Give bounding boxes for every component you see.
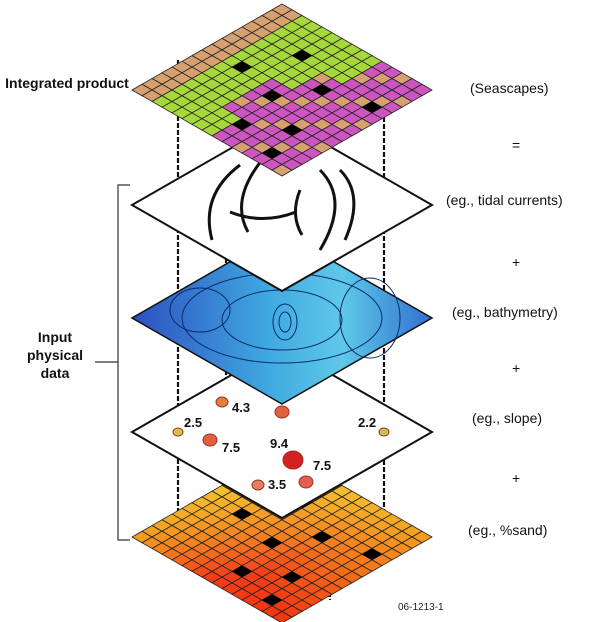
tidal-currents-layer [129, 117, 435, 293]
integrated-product-layer [131, 3, 433, 177]
sample-cell [262, 147, 282, 159]
sample-cell [232, 118, 252, 131]
sample-cell [312, 84, 332, 96]
current-arrow [318, 168, 337, 251]
sample-cell [362, 101, 382, 113]
input-data-bracket [95, 184, 130, 541]
bathymetry-layer [130, 231, 434, 405]
slope-dot [298, 475, 314, 489]
contour-line [339, 277, 401, 359]
slope-value: 7.5 [222, 440, 241, 455]
slope-dot [215, 396, 229, 408]
tidal-plane [129, 117, 435, 293]
slope-value: 7.5 [313, 458, 332, 473]
slope-dot [172, 427, 184, 437]
slope-dot [202, 433, 218, 447]
sample-cell [282, 571, 302, 583]
contour-line [272, 303, 298, 341]
sample-cell [262, 594, 282, 606]
current-arrow [294, 189, 304, 236]
current-arrow [240, 159, 264, 233]
contour-line [169, 287, 231, 333]
label-equals: = [512, 137, 521, 153]
sample-cell [232, 61, 252, 73]
bathymetry-plane [130, 231, 434, 405]
grid-cell [271, 164, 293, 177]
grid-cell [271, 611, 293, 622]
slope-value: 2.2 [358, 415, 377, 430]
label-plus-1: + [512, 254, 521, 270]
slope-dot [378, 427, 390, 437]
label-seascapes: (Seascapes) [470, 80, 549, 96]
label-plus-2: + [512, 360, 521, 376]
label-bathymetry: (eg., bathymetry) [452, 304, 558, 320]
slope-value: 2.5 [184, 415, 203, 430]
current-arrow [338, 168, 356, 241]
current-arrow [229, 210, 297, 220]
slope-dot [274, 405, 290, 419]
sample-cell [262, 537, 282, 549]
sample-cell [232, 565, 252, 578]
sample-cell [312, 531, 332, 543]
current-arrow [207, 163, 241, 241]
label-integrated-product: Integrated product [5, 75, 129, 91]
slope-dot [251, 479, 265, 491]
figure-id: 06-1213-1 [398, 602, 444, 613]
sample-cell [262, 90, 282, 102]
slope-value: 3.5 [268, 477, 287, 492]
label-input-physical-data: Input physical data [26, 329, 84, 381]
label-tidal-currents: (eg., tidal currents) [446, 192, 563, 208]
sample-cell [232, 508, 252, 520]
slope-dot [282, 450, 304, 470]
slope-plane [129, 344, 435, 520]
slope-value: 9.4 [270, 436, 289, 451]
sample-cell [282, 124, 302, 136]
label-plus-3: + [512, 470, 521, 486]
sample-cell [292, 49, 312, 62]
label-slope: (eg., slope) [472, 410, 543, 426]
slope-layer [129, 344, 435, 520]
slope-value: 4.3 [232, 400, 251, 415]
label-sand: (eg., %sand) [468, 522, 548, 538]
sample-cell [362, 548, 382, 560]
contour-line [278, 311, 292, 333]
